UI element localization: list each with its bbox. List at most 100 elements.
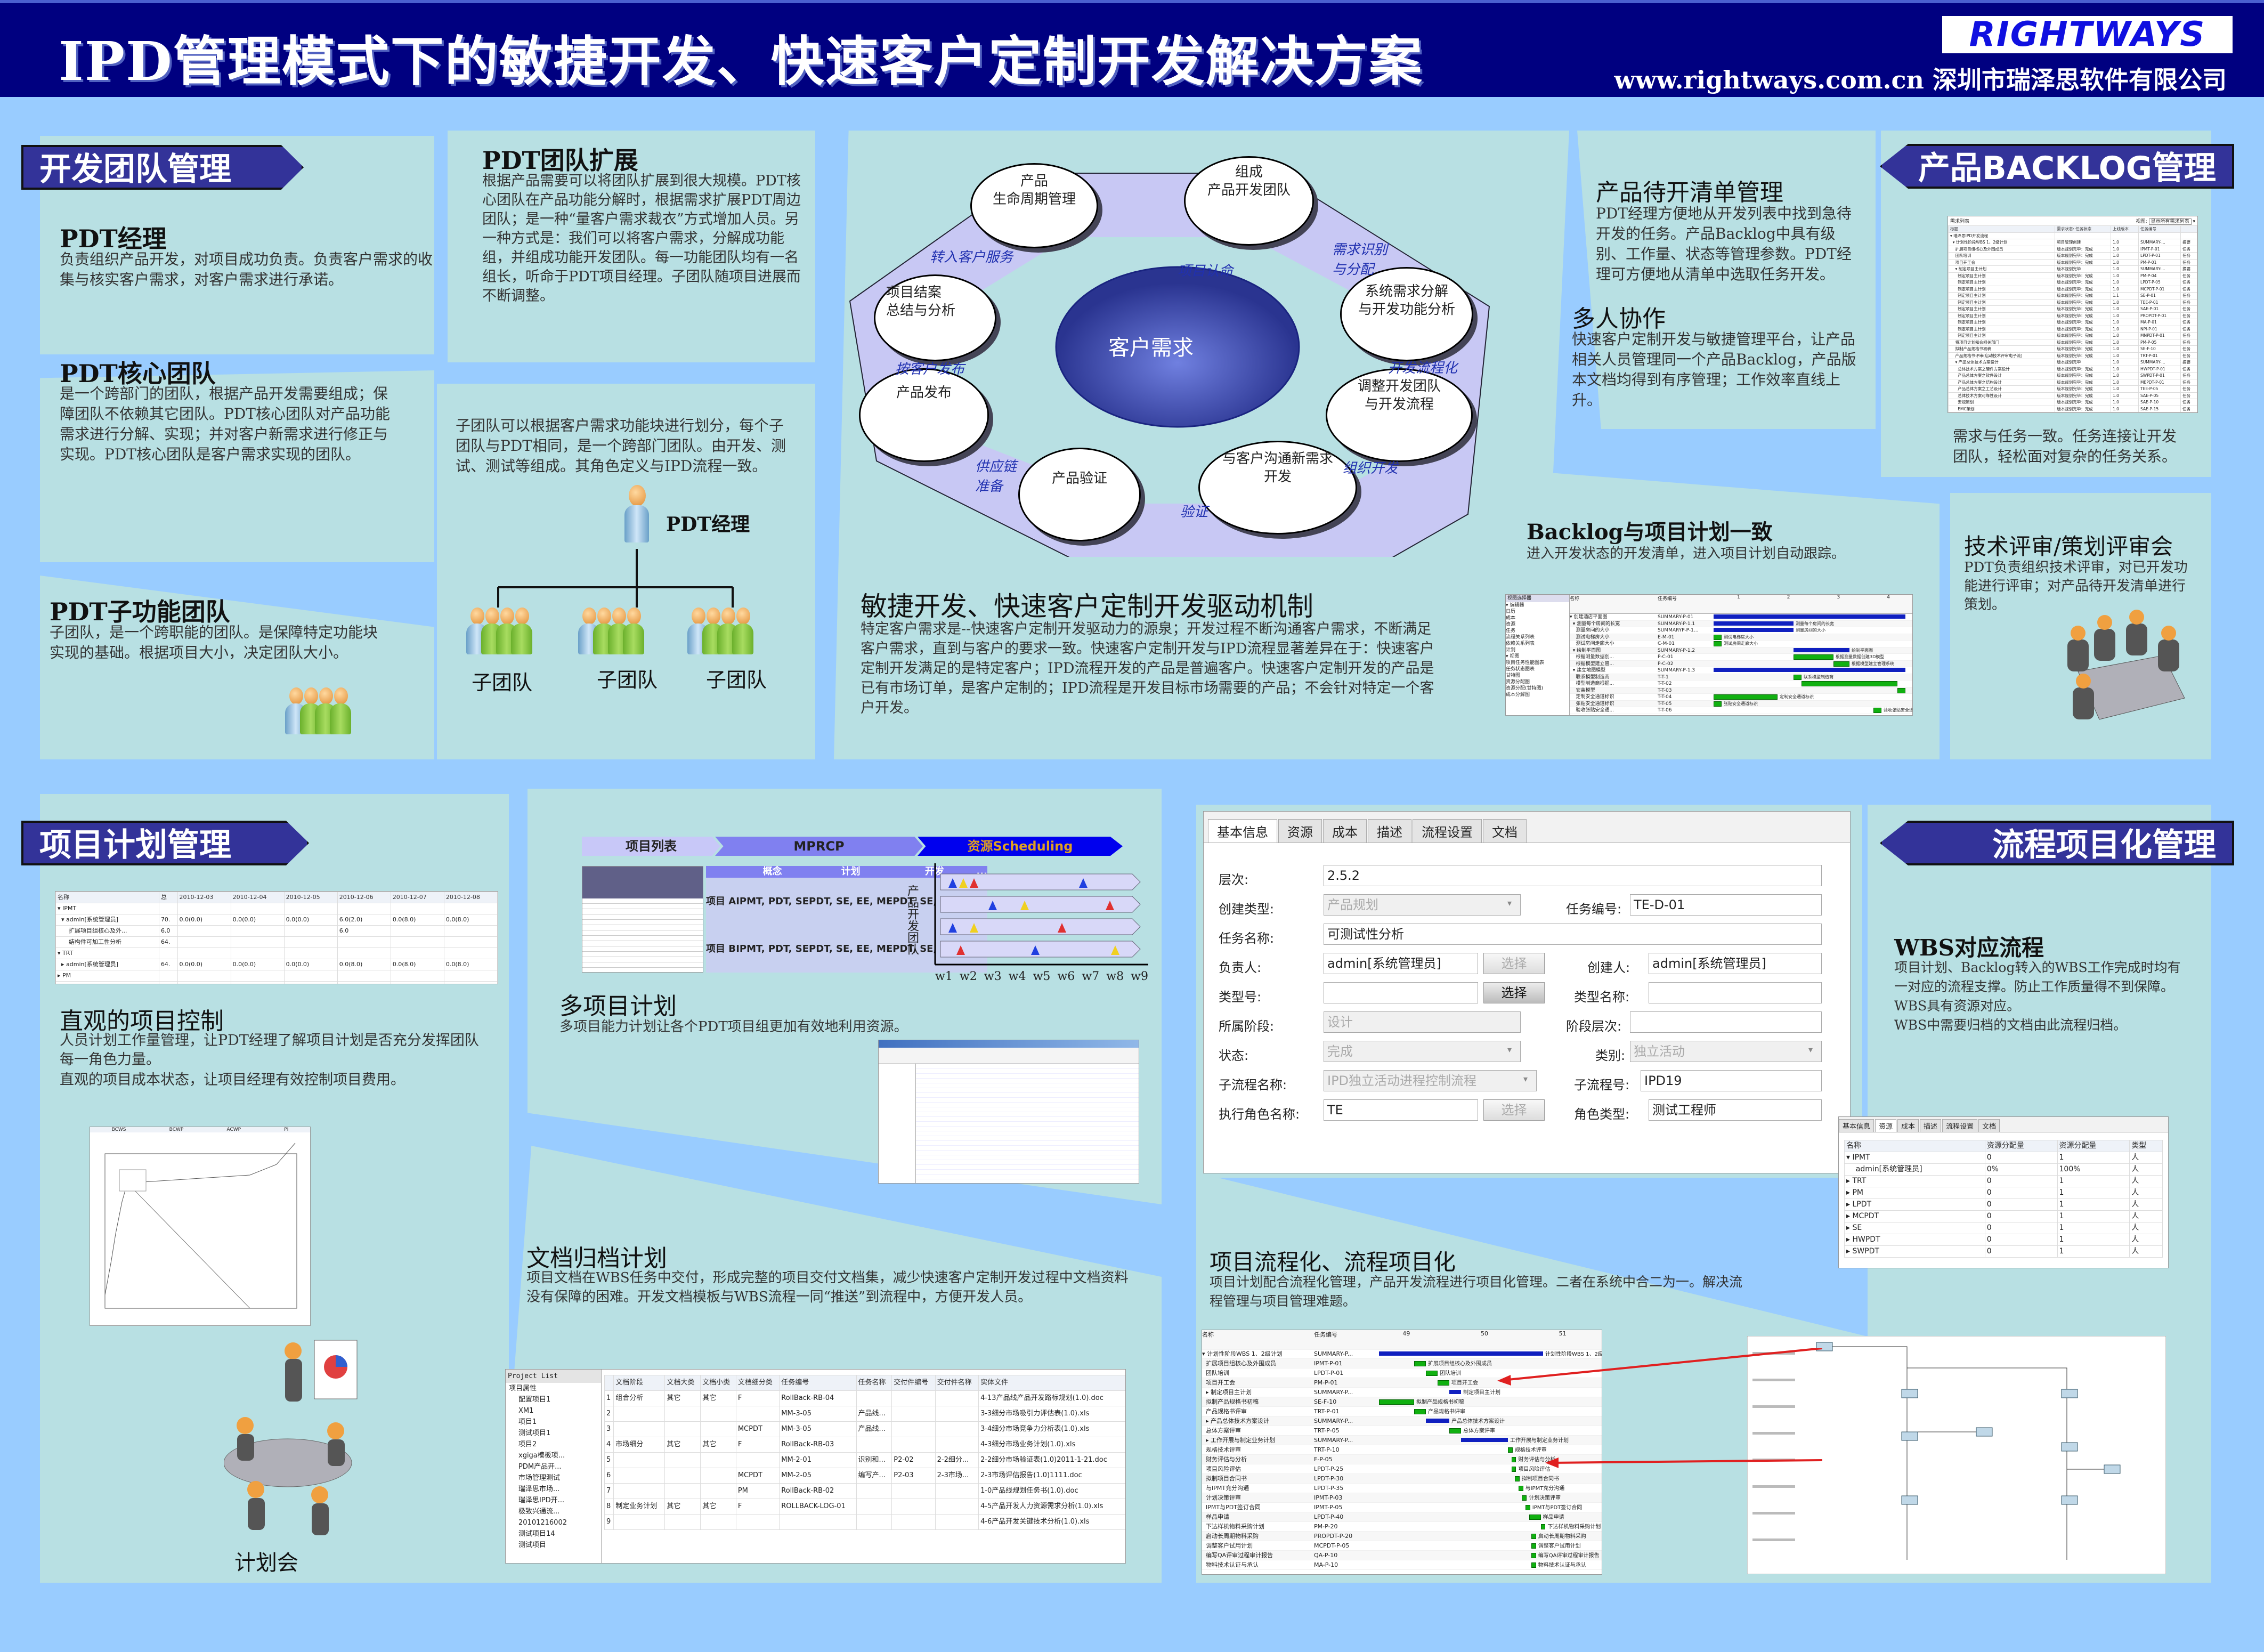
gantt-bar[interactable] — [1540, 1524, 1546, 1529]
gantt-row[interactable]: 验收张贴安全通...T-T-06 — [1570, 707, 1912, 714]
column-header[interactable]: 需求状态: 任务状态 — [2055, 225, 2112, 233]
gantt-name-header[interactable]: 名称 — [1570, 596, 1580, 602]
gantt-bar[interactable] — [1794, 674, 1802, 680]
gantt-bar[interactable] — [1873, 708, 1881, 714]
column-header[interactable]: 文档大类 — [664, 1375, 701, 1391]
gantt-bar[interactable] — [1379, 1351, 1543, 1356]
gantt-bar[interactable] — [1714, 628, 1794, 633]
gantt-bar[interactable] — [1522, 1495, 1527, 1501]
table-row[interactable]: admin[系统管理员]0%100%人 — [1844, 1163, 2163, 1176]
project-list-item[interactable]: 测试项目 — [518, 1541, 547, 1549]
gantt-bar[interactable] — [1794, 647, 1849, 652]
tab-flow-settings[interactable]: 流程设置 — [1942, 1119, 1978, 1132]
project-list-item[interactable]: 配置项目1 — [518, 1396, 551, 1404]
project-tree-root[interactable]: 项目属性 — [509, 1384, 537, 1392]
select-type-button[interactable]: 选择 — [1483, 982, 1545, 1003]
gantt-bar[interactable] — [1449, 1390, 1461, 1394]
column-header[interactable]: 概念 — [762, 866, 782, 877]
project-list-item[interactable]: 测试项目1 — [518, 1429, 551, 1437]
tab-basic-info[interactable]: 基本信息 — [1208, 819, 1277, 843]
gantt-bar[interactable] — [1511, 1457, 1516, 1462]
tab-description[interactable]: 描述 — [1368, 819, 1411, 843]
column-header[interactable]: 任务名称 — [856, 1375, 892, 1391]
tab-cost[interactable]: 成本 — [1897, 1119, 1919, 1132]
task-name-field[interactable]: 可测试性分析 — [1324, 924, 1822, 945]
gantt-bar[interactable] — [1508, 1447, 1513, 1453]
phase-level-field[interactable] — [1630, 1011, 1822, 1033]
tab-documents[interactable]: 文档 — [1483, 819, 1527, 843]
column-header[interactable] — [604, 1375, 614, 1391]
project-list-item[interactable]: 测试项目14 — [518, 1530, 555, 1538]
column-header[interactable]: 2010-12-06 — [337, 892, 391, 903]
gantt-bar[interactable] — [1714, 641, 1722, 647]
project-list-item[interactable]: 市场管理测试 — [518, 1474, 561, 1482]
column-header[interactable]: 计划 — [841, 866, 861, 877]
project-list-item[interactable]: 20101216002 — [518, 1519, 567, 1527]
table-row[interactable]: ▸ LPDT — [55, 981, 498, 984]
column-header[interactable] — [2180, 225, 2197, 233]
project-list-item[interactable]: 瑞泽思IPD开... — [518, 1496, 565, 1504]
tab-description[interactable]: 描述 — [1920, 1119, 1942, 1132]
column-header[interactable]: 实体文件 — [978, 1375, 1125, 1391]
column-header[interactable]: 名称 — [1844, 1140, 1985, 1152]
project-list-item[interactable]: 项目2 — [518, 1440, 537, 1448]
gantt-bar[interactable] — [1438, 1380, 1449, 1386]
status-select[interactable]: 完成 — [1324, 1041, 1521, 1062]
gantt-bar[interactable] — [1414, 1409, 1426, 1414]
project-list-item[interactable]: xgiga模板项... — [518, 1452, 565, 1460]
project-list-item[interactable]: 项目1 — [518, 1418, 537, 1426]
gantt-row[interactable]: 根据模型建立管...P-C-02 — [1570, 660, 1912, 667]
gantt-bar[interactable] — [1714, 634, 1722, 640]
gantt-bar[interactable] — [1525, 1505, 1530, 1510]
gantt-bar[interactable] — [1714, 694, 1778, 700]
gantt-bar[interactable] — [1414, 1361, 1426, 1366]
owner-field[interactable]: admin[系统管理员] — [1324, 953, 1478, 974]
table-row[interactable]: ▾ 瑞泽思IPD开发流程 — [1948, 232, 2197, 239]
column-header[interactable]: 总 — [158, 892, 178, 903]
gantt-bar[interactable] — [1529, 1515, 1541, 1520]
column-header[interactable]: 资源分配量 — [2057, 1140, 2130, 1152]
gantt-bar[interactable] — [1531, 1553, 1536, 1558]
subflow-no-field[interactable]: IPD19 — [1641, 1070, 1822, 1091]
column-header[interactable]: 名称 — [55, 892, 159, 903]
select-role-button[interactable]: 选择 — [1483, 1099, 1545, 1121]
column-header[interactable]: 2010-12-07 — [390, 892, 444, 903]
task-no-field[interactable]: TE-D-01 — [1630, 894, 1822, 916]
